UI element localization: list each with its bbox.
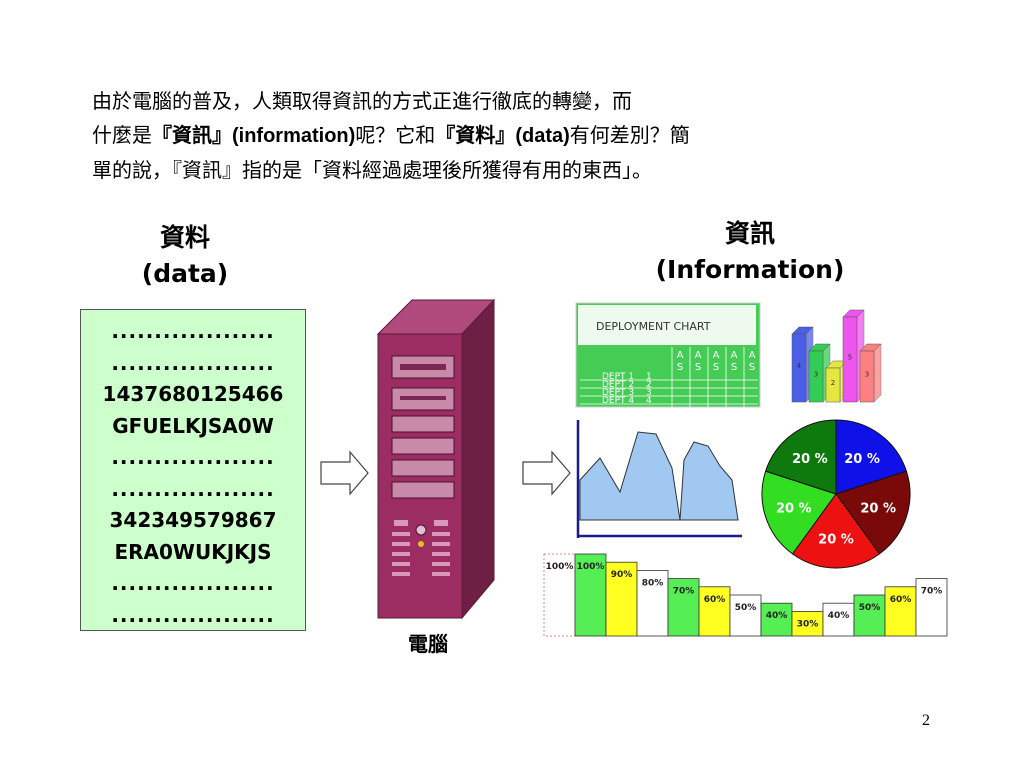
intro-line-1: 由於電腦的普及，人類取得資訊的方式正進行徹底的轉變，而 [92,89,632,113]
bar3d-side [873,343,882,403]
bar3d-label: 3 [865,371,869,379]
pie-chart: 20 % 20 % 20 % 20 % 20 % [761,419,911,569]
bar-chart-label: 30% [797,619,819,629]
information-term: (information) [232,125,356,147]
raw-data-box: ................... ................... … [80,309,306,631]
deployment-column-header: A [749,350,756,361]
bar3d-label: 5 [848,354,852,362]
bar-chart-label: 40% [766,611,788,621]
deployment-column-header: A [677,350,684,361]
bar-chart-label: 50% [735,603,757,613]
pie-slice-label: 20 % [818,532,854,547]
deployment-row-sub: 1 [646,372,652,382]
pie-slice [791,493,881,569]
data-row: ................... [111,571,275,595]
bar-chart-bar [667,578,700,637]
pie-slice [764,419,837,495]
intro-paragraph: 由於電腦的普及，人類取得資訊的方式正進行徹底的轉變，而 什麼是『資訊』(info… [92,84,952,187]
bar3d-label: 4 [797,362,802,370]
bar3d-bar [791,333,807,403]
deployment-column-header: A [713,350,720,361]
pie-slice [761,470,837,555]
pie-slice [835,470,911,555]
bar-chart-bar [853,594,886,637]
bar-chart-bar [574,553,607,637]
deployment-column-sub: S [713,362,719,373]
data-row: 342349579867 [109,508,277,532]
deployment-column-header: A [695,350,702,361]
intro-line-3: 單的說，『資訊』指的是「資料經過處理後所獲得有用的東西」。 [92,158,652,182]
pie-slice-label: 20 % [776,502,812,517]
data-heading: 資料 (data) [100,220,270,292]
bar-chart-bar [915,578,948,637]
area-chart [576,420,742,538]
right-arrow-icon [522,450,571,496]
bar3d-bar [825,367,841,403]
3d-bar-graphic: 4 3 2 5 3 [791,309,882,403]
bar-chart-bar [760,602,793,637]
data-row: ................... [111,476,275,501]
bar-chart-label: 100% [546,562,574,572]
bar-chart-bar [729,594,762,637]
data-row: ................... [111,445,275,469]
deployment-row-sub: 2 [646,380,652,390]
information-heading-zh: 資訊 [724,219,775,248]
bar-chart-bar [543,553,576,637]
data-term: (data) [515,125,570,147]
bar-chart-label: 60% [704,595,726,605]
data-row: ................... [111,350,275,375]
computer-label: 電腦 [408,632,448,656]
deployment-column-sub: S [677,362,683,373]
pie-slice-label: 20 % [860,502,896,517]
computer-tower-icon [376,298,496,620]
pie-slice-label: 20 % [844,452,880,467]
bar-chart-label: 80% [642,578,664,588]
deployment-column-sub: S [749,362,755,373]
deployment-chart-title: DEPLOYMENT CHART [596,320,711,333]
data-term-zh: 『資料』 [435,123,516,147]
page-number: 2 [922,712,930,729]
deployment-column-sub: S [695,362,701,373]
bar-chart-label: 60% [890,595,912,605]
pie-slice [835,419,908,495]
bar-chart-bar [636,569,669,637]
bar-chart-label: 50% [859,603,881,613]
bar-chart-bar [884,586,917,637]
bar3d-label: 3 [814,371,818,379]
pie-slice-label: 20 % [792,452,828,467]
data-row: GFUELKJSA0W [112,413,274,438]
bar-chart-label: 100% [577,562,605,572]
information-heading-en: (Information) [655,255,845,284]
deployment-row-label: DEPT 1 [602,372,634,382]
right-arrow-icon [320,450,369,496]
bar3d-bar [859,350,875,403]
deployment-column-sub: S [731,362,737,373]
bar-chart-label: 40% [828,611,850,621]
bar3d-label: 2 [831,379,835,387]
deployment-row-sub: 4 [646,396,652,406]
deployment-column-header: A [731,350,738,361]
percentage-bar-chart: 100%100% 90% 80% 70% 60% 50% 40% 30% 40% 50% 60% 70… [543,553,948,637]
deployment-row-label: DEPT 4 [602,396,634,406]
intro-line-2: 什麼是『資訊』(information)呢？它和『資料』(data)有何差別？簡 [92,123,690,147]
info-term: 『資訊』 [152,123,232,147]
bar-chart-bar [822,602,855,637]
bar-chart-label: 70% [921,587,943,597]
data-heading-en: (data) [141,259,229,288]
bar-chart-label: 90% [611,570,633,580]
data-row: 1437680125466 [102,382,284,406]
data-row: ................... [111,319,275,343]
information-heading: 資訊 (Information) [630,216,870,288]
deployment-row-sub: 3 [646,388,652,398]
deployment-row-label: DEPT 2 [602,380,634,390]
data-heading-zh: 資料 [159,223,210,252]
bar3d-bar [842,316,858,403]
deployment-row-label: DEPT 3 [602,388,634,398]
data-row: ERA0WUKJKJS [114,539,272,564]
bar-chart-label: 70% [673,587,695,597]
bar-chart-bar [791,611,824,637]
bar3d-bar [808,350,824,403]
data-row: ................... [111,602,275,627]
